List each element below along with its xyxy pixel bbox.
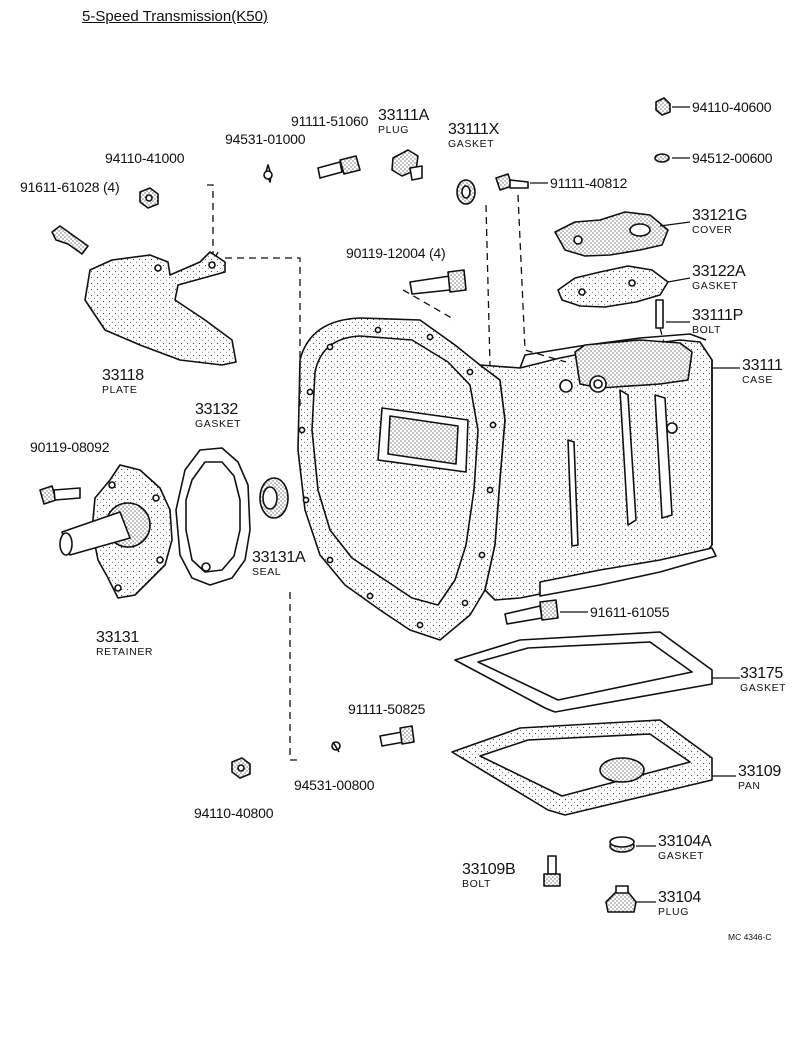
part-name: GASKET [692,280,739,292]
bolt-91611-61055 [504,599,559,625]
washer-94531-00800 [331,741,341,753]
part-label-94110-40800: 94110-40800 [194,805,274,821]
part-number: 33111P [692,307,743,324]
part-name: GASKET [448,138,495,150]
part-label-90119-12004: 90119-12004 (4) [346,245,446,261]
part-number: 33104 [658,889,701,906]
part-label-33122A: 33122A GASKET [692,263,746,292]
plate [84,251,237,366]
part-label-33111P: 33111P BOLT [692,308,743,336]
part-number: 33111 [742,357,783,374]
oil-pan [451,719,713,816]
part-label-91111-50825: 91111-50825 [348,701,426,717]
part-number: 33132 [195,401,238,418]
retainer-gasket [175,447,251,586]
bolt-90119-08092 [39,485,81,505]
part-name: PLUG [658,906,689,918]
part-label-33131: 33131 RETAINER [96,630,153,658]
diagram-title: 5-Speed Transmission(K50) [82,8,268,25]
part-label-33121G: 33121G COVER [692,208,747,236]
bolt-91111-40812 [495,173,529,191]
part-name: COVER [692,224,733,236]
bolt-90119-12004 [409,269,467,295]
part-number: 33104A [658,833,712,850]
pan-gasket [454,631,713,713]
bolt-91111-50825 [379,725,415,747]
part-number: 33109B [462,861,516,878]
part-name: PLUG [378,124,409,136]
part-label-33175: 33175 GASKET [740,666,786,694]
washer-94531-01000 [263,164,273,183]
part-label-94531-01000: 94531-01000 [225,131,306,147]
part-name: PAN [738,780,761,792]
retainer [59,464,173,599]
cover-gasket [557,265,669,308]
bolt-33109B [543,855,561,887]
gasket-33111X [456,179,476,205]
part-number: 33131 [96,629,139,646]
part-number: 33111A [378,107,429,124]
nut-94110-40600 [655,97,671,116]
case-bolt [655,299,664,329]
part-label-33109B: 33109B BOLT [462,861,516,890]
part-label-33104A: 33104A GASKET [658,833,712,862]
part-name: GASKET [195,418,242,430]
transmission-case [297,317,717,641]
part-label-33104: 33104 PLUG [658,890,701,918]
part-label-94512-00600: 94512-00600 [692,150,773,166]
part-label-94110-40600: 94110-40600 [692,99,772,115]
washer-94512-00600 [654,153,670,163]
nut-94110-41000 [139,187,159,209]
part-label-91611-61055: 91611-61055 [590,604,670,620]
part-name: GASKET [658,850,705,862]
part-name: BOLT [462,878,492,890]
part-number: 33131A [252,549,306,566]
nut-94110-40800 [231,757,251,779]
part-number: 33175 [740,665,783,682]
oil-seal [259,477,289,519]
part-name: RETAINER [96,646,154,658]
part-label-94531-00800: 94531-00800 [294,777,375,793]
part-label-33132: 33132 GASKET [195,402,241,430]
part-label-33131A: 33131A SEAL [252,549,306,578]
gasket-33104A [609,836,635,853]
part-label-91611-61028: 91611-61028 (4) [20,179,120,195]
part-label-94110-41000: 94110-41000 [105,150,185,166]
part-number: 33121G [692,207,748,224]
part-name: GASKET [740,682,787,694]
part-label-33109: 33109 PAN [738,764,781,792]
part-name: BOLT [692,324,722,336]
bolt-91111-51060 [317,155,361,179]
part-label-91111-51060: 91111-51060 [291,113,369,129]
part-number: 33111X [448,121,499,138]
part-name: CASE [742,374,773,386]
leader-lines [530,106,740,903]
diagram-code: MC 4346-C [728,932,772,942]
part-label-90119-08092: 90119-08092 [30,439,110,455]
part-name: PLATE [102,384,138,396]
bolt-91611-61028 [51,225,89,255]
top-cover [554,211,669,257]
part-number: 33122A [692,263,746,280]
part-label-91111-40812: 91111-40812 [550,175,628,191]
part-number: 33109 [738,763,781,780]
part-name: SEAL [252,566,282,578]
part-label-33118: 33118 PLATE [102,368,144,396]
plug-33104 [605,885,637,913]
part-label-33111A: 33111A PLUG [378,108,429,136]
plug-33111A [391,149,423,181]
part-number: 33118 [102,367,144,384]
part-label-33111X: 33111X GASKET [448,122,499,150]
part-label-33111: 33111 CASE [742,358,783,386]
